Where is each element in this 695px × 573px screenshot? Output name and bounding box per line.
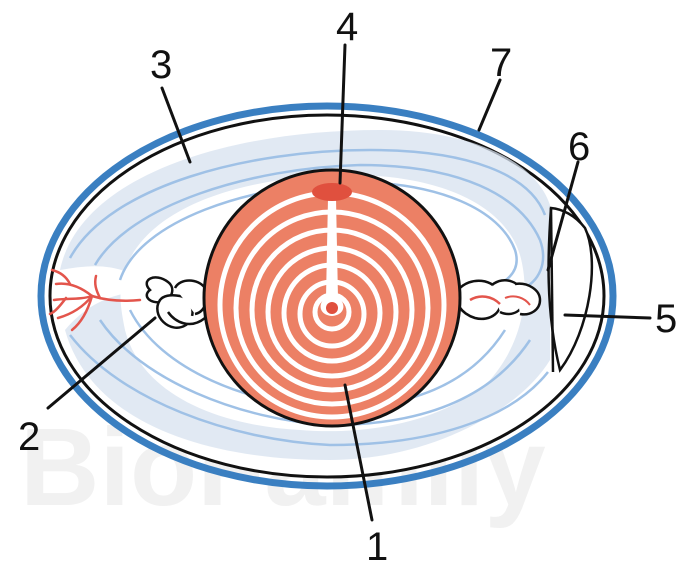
label-4: 4 xyxy=(336,5,358,49)
right-chalaza xyxy=(455,279,542,321)
leader-5 xyxy=(563,313,652,320)
leader-2 xyxy=(46,316,157,410)
leader-4 xyxy=(338,43,347,185)
blood-vessels xyxy=(48,268,142,332)
label-5: 5 xyxy=(655,297,677,341)
yolk xyxy=(202,168,462,428)
latebra xyxy=(320,198,344,316)
label-7: 7 xyxy=(490,41,512,85)
egg-shell xyxy=(37,102,617,490)
left-chalaza xyxy=(145,276,209,329)
albumen-line-4 xyxy=(69,334,549,447)
label-1: 1 xyxy=(366,525,388,569)
albumen-line-2 xyxy=(93,163,545,292)
leader-7 xyxy=(477,78,502,132)
germinal-disc xyxy=(312,183,352,201)
leader-1 xyxy=(343,383,374,522)
leader-3 xyxy=(160,86,192,164)
albumen-line-1 xyxy=(68,148,547,259)
label-2: 2 xyxy=(18,415,40,459)
albumen-line-3 xyxy=(118,180,518,290)
label-6: 6 xyxy=(568,125,590,169)
air-cell-edge xyxy=(549,207,555,373)
label-3: 3 xyxy=(150,43,172,87)
air-cell xyxy=(547,206,594,373)
leader-6 xyxy=(546,160,580,272)
